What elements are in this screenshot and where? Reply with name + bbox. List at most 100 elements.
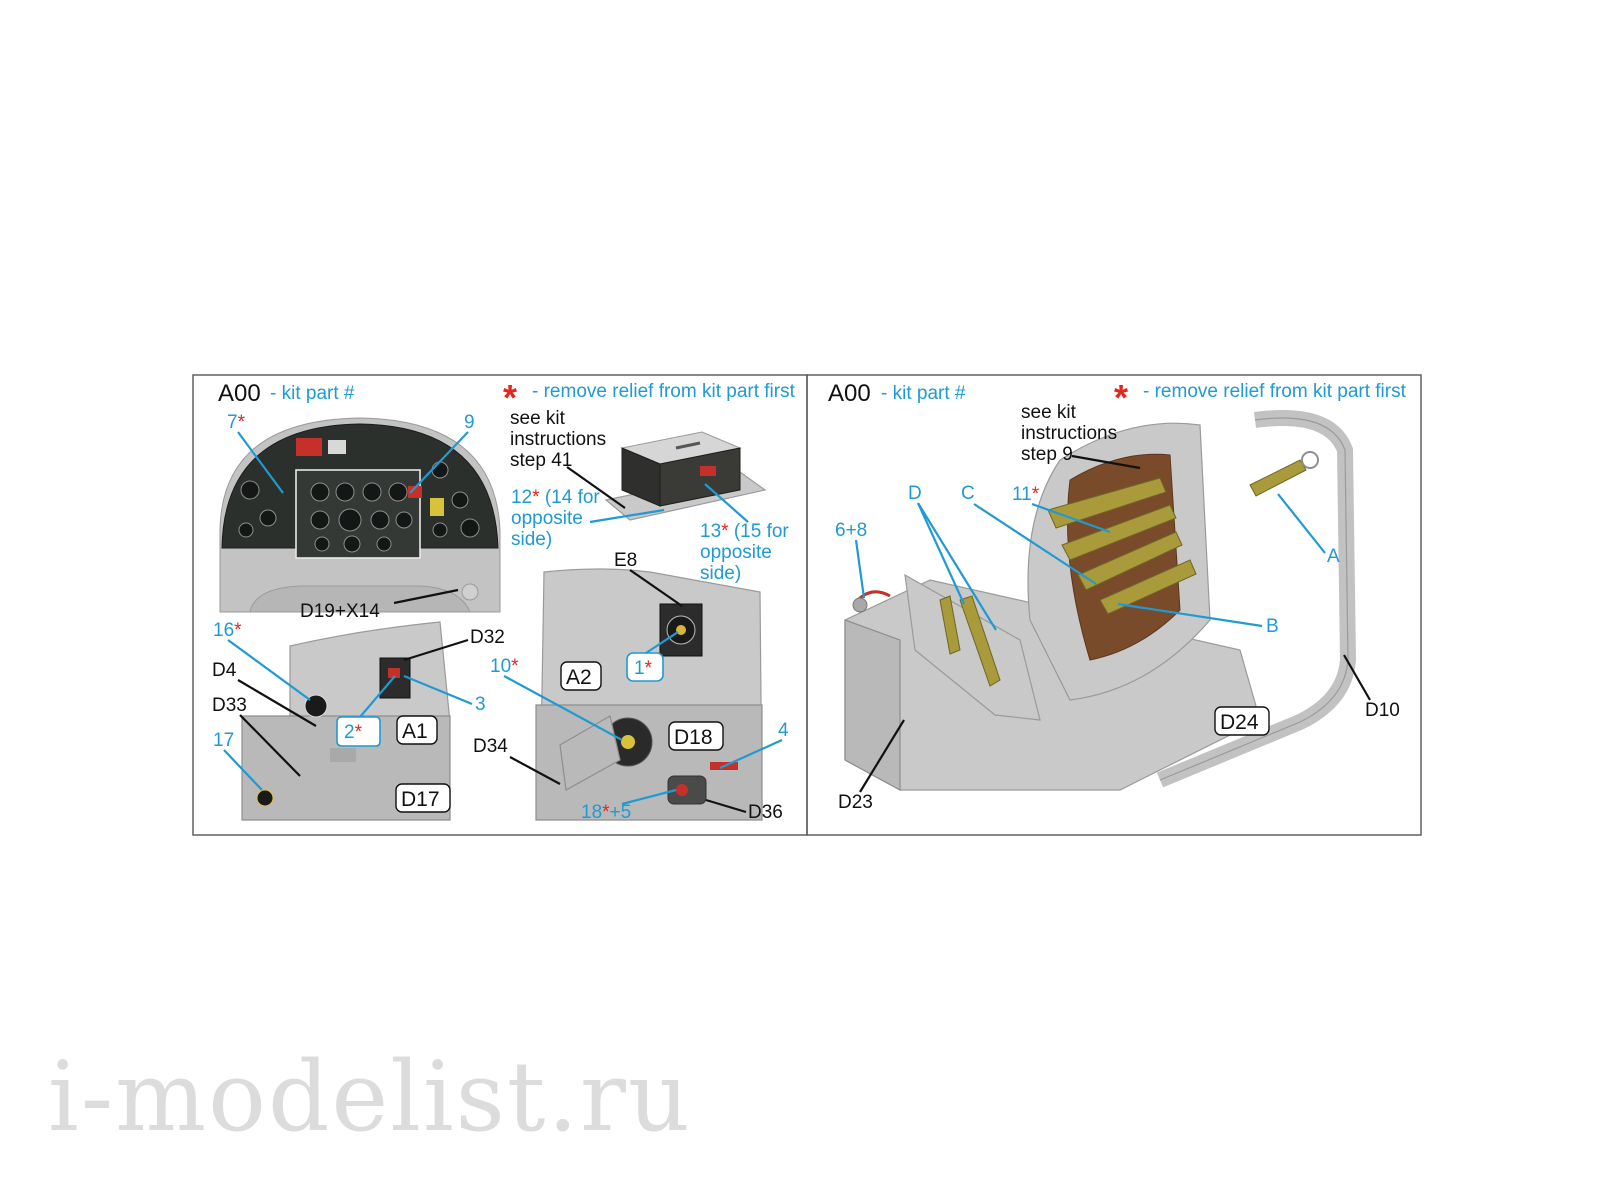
note-text: - remove relief from kit part first: [532, 381, 796, 402]
leader-d34: [509, 756, 561, 785]
star-icon: *: [234, 620, 242, 641]
see-kit-line3: step 41: [510, 450, 572, 471]
leader-d33: [239, 714, 301, 777]
right-panel-frame: [806, 374, 1422, 836]
leader-e8: [629, 569, 683, 607]
leader-d-1: [916, 502, 966, 605]
callout-13-line2: opposite: [700, 542, 772, 563]
callout-13: 13* (15 for: [700, 521, 789, 542]
star-icon: *: [355, 722, 363, 743]
label-e8: E8: [614, 550, 637, 571]
leader-d36: [705, 798, 747, 814]
note-text: - remove relief from kit part first: [1143, 381, 1407, 402]
label-d34: D34: [473, 736, 508, 757]
callout-1: 1*: [634, 658, 653, 679]
leader-7: [237, 431, 284, 494]
star-icon: *: [1114, 377, 1128, 418]
leader-d4: [237, 679, 317, 727]
callout-12: 12* (14 for: [511, 487, 600, 508]
leader-17: [223, 749, 263, 791]
callout-4: 4: [778, 720, 789, 741]
left-panel: A00 - kit part # * - remove relief from …: [212, 377, 796, 823]
star-icon: *: [645, 658, 653, 679]
label-a2: A2: [566, 666, 592, 689]
callout-6-8: 6+8: [835, 520, 867, 541]
see-kit-line3: step 9: [1021, 444, 1073, 465]
see-kit-line2: instructions: [1021, 423, 1117, 444]
star-icon: *: [503, 377, 517, 418]
label-d18-box: [668, 721, 724, 751]
leader-a: [1277, 493, 1326, 554]
leader-2: [359, 675, 396, 718]
leader-b: [1117, 602, 1263, 628]
leader-d19: [393, 588, 459, 605]
legend-text: - kit part #: [270, 383, 355, 404]
callout-17: 17: [213, 730, 234, 751]
callout-18: 18*+5: [581, 802, 631, 823]
star-icon: *: [721, 521, 729, 542]
star-icon: *: [602, 802, 610, 823]
label-d24: D24: [1220, 711, 1259, 734]
leader-step41: [566, 466, 626, 509]
leader-d10: [1343, 654, 1371, 701]
leader-11: [1031, 502, 1111, 534]
star-icon: *: [238, 412, 246, 433]
callout-10: 10*: [490, 656, 519, 677]
leader-step9: [1071, 454, 1141, 470]
see-kit-line1: see kit: [1021, 402, 1077, 423]
callout-a: A: [1327, 546, 1340, 567]
label-a1-box: [396, 715, 438, 745]
label-d4: D4: [212, 660, 237, 681]
instrument-panel-illustration: [219, 417, 501, 613]
leader-13: [704, 483, 749, 523]
label-d33: D33: [212, 695, 247, 716]
leader-18: [621, 788, 677, 806]
legend-code: A00: [218, 380, 261, 407]
callout-9: 9: [464, 412, 475, 433]
label-d18: D18: [674, 726, 713, 749]
leader-12: [589, 508, 665, 524]
star-icon: *: [511, 656, 519, 677]
star-icon: *: [532, 487, 540, 508]
label-d23: D23: [838, 792, 873, 813]
callout-16: 16*: [213, 620, 242, 641]
legend-code: A00: [828, 380, 871, 407]
see-kit-line2: instructions: [510, 429, 606, 450]
label-d36: D36: [748, 802, 783, 823]
label-d19-x14: D19+X14: [300, 601, 380, 622]
callout-c: C: [961, 483, 975, 504]
leader-16: [227, 639, 311, 701]
leader-9: [409, 431, 469, 494]
legend-text: - kit part #: [881, 383, 966, 404]
watermark: i-modelist.ru: [48, 1041, 692, 1153]
star-icon: *: [1032, 484, 1040, 505]
callout-11: 11*: [1012, 484, 1040, 505]
callout-12-line3: side): [511, 529, 552, 550]
side-wall-right-illustration: [535, 568, 763, 821]
leader-d-2: [917, 502, 997, 631]
label-d24-box: [1214, 706, 1270, 736]
label-d32: D32: [470, 627, 505, 648]
callout-12-line2: opposite: [511, 508, 583, 529]
leader-d32: [403, 638, 469, 662]
right-panel: A00 - kit part # * - remove relief from …: [828, 377, 1407, 813]
label-d17: D17: [401, 788, 440, 811]
leader-c: [973, 503, 1097, 585]
leader-6-8: [854, 539, 866, 599]
label-d17-box: [395, 783, 451, 813]
callout-1-bubble: [626, 652, 664, 682]
leader-10: [503, 675, 623, 741]
seat-illustration: [844, 410, 1357, 792]
label-a1: A1: [402, 720, 428, 743]
battery-box-illustration: [604, 431, 767, 521]
callout-2: 2*: [344, 722, 363, 743]
callout-b: B: [1266, 616, 1279, 637]
callout-13-line3: side): [700, 563, 741, 584]
leader-3: [403, 674, 473, 706]
leader-d23: [859, 719, 905, 793]
callout-7: 7*: [227, 412, 246, 433]
callout-2-bubble: [336, 716, 381, 747]
label-d10: D10: [1365, 700, 1400, 721]
leader-4: [719, 738, 783, 770]
